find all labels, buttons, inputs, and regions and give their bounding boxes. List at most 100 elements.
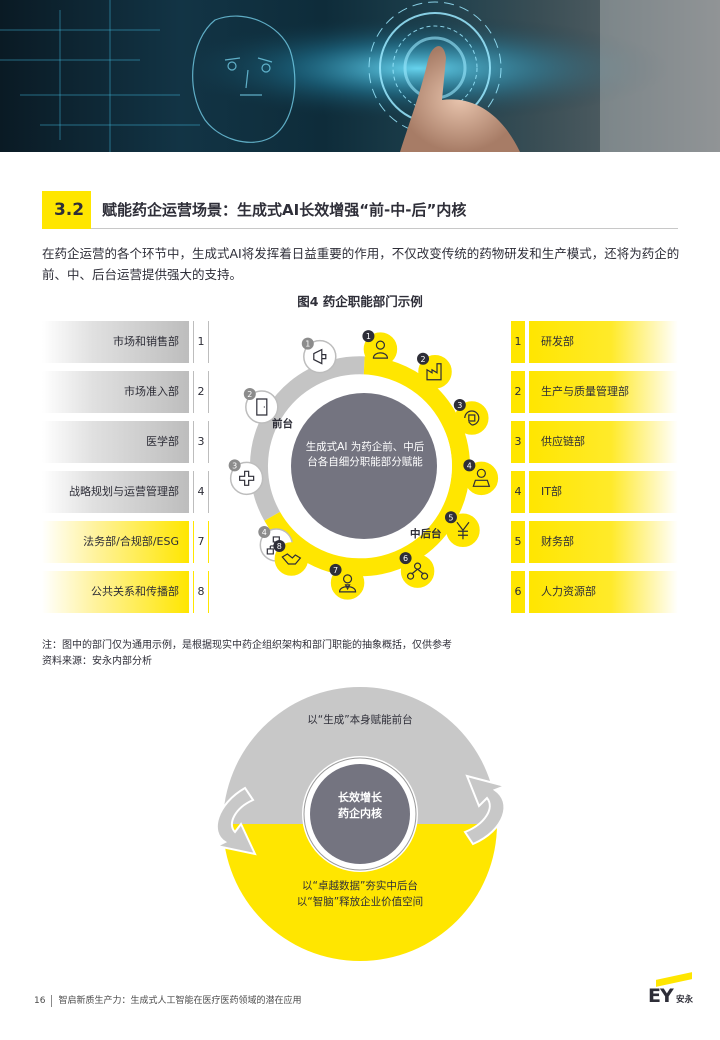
department-number: 2	[193, 371, 209, 413]
icon-number: 2	[247, 390, 252, 399]
logo-text: EY	[648, 985, 674, 1007]
icon-number: 3	[457, 401, 462, 410]
row-bar	[42, 521, 189, 563]
icon-number: 5	[448, 513, 453, 522]
department-number: 2	[511, 371, 525, 413]
row-bar	[529, 421, 678, 463]
icon-number: 1	[305, 340, 310, 349]
department-number: 1	[511, 321, 525, 363]
icon-bubble	[245, 390, 279, 424]
department-name: IT部	[541, 485, 562, 498]
department-name: 财务部	[541, 535, 574, 548]
row-bar	[42, 421, 189, 463]
core-circle	[310, 764, 410, 864]
intro-paragraph: 在药企运营的各个环节中，生成式AI将发挥着日益重要的作用，不仅改变传统的药物研发…	[42, 246, 680, 282]
front-half	[223, 687, 497, 824]
core-circle	[291, 393, 437, 539]
department-name: 公共关系和传播部	[91, 585, 179, 598]
icon-glyph	[426, 363, 442, 381]
ai-face-hologram-illustration	[0, 0, 720, 152]
department-name: 市场和销售部	[113, 335, 179, 348]
icon-glyph	[313, 348, 327, 365]
icon-number-badge	[399, 552, 412, 565]
icon-number: 3	[232, 461, 237, 470]
left-department-row: 法务部/合规部/ESG 7	[42, 521, 209, 563]
left-cycle-arrow	[213, 786, 257, 856]
icon-number-badge	[463, 459, 476, 472]
icon-bubble	[303, 339, 337, 374]
core-line: 长效增长	[338, 791, 382, 804]
icon-glyph	[256, 398, 268, 416]
cycle-top-text: 以“生成”本身赋能前台	[307, 714, 413, 726]
source-line: 资料来源：安永内部分析	[42, 656, 152, 667]
icon-number-badge	[301, 337, 314, 350]
icon-number: 4	[262, 528, 267, 537]
handshake-icon: 8	[273, 539, 309, 576]
department-number: 4	[511, 471, 525, 513]
department-number: 6	[511, 571, 525, 613]
left-department-row: 市场准入部 2	[42, 371, 209, 413]
right-department-row: 2 生产与质量管理部	[511, 371, 678, 413]
core-ring-outline	[303, 757, 417, 871]
department-name: 法务部/合规部/ESG	[83, 535, 179, 548]
icon-glyph	[456, 521, 470, 540]
department-number: 7	[193, 521, 209, 563]
right-department-row: 4 IT部	[511, 471, 678, 513]
icon-number-badge	[243, 388, 256, 400]
page-number: 16	[34, 996, 46, 1006]
icon-glyph	[372, 340, 389, 359]
section-title: 赋能药企运营场景：生成式AI长效增强“前-中-后”内核	[102, 201, 467, 219]
yen-icon: 5	[444, 511, 480, 548]
department-number: 4	[193, 471, 209, 513]
icon-number-badge	[273, 539, 286, 552]
department-name: 战略规划与运营管理部	[69, 485, 179, 498]
department-name: 医学部	[146, 435, 179, 448]
cycle-core-text: 长效增长 药企内核	[310, 790, 410, 822]
door-icon: 2	[243, 388, 279, 424]
icon-number-badge	[258, 525, 271, 538]
icon-number-badge	[228, 459, 241, 472]
supply-cycle-icon: 3	[453, 399, 489, 435]
icon-number-badge	[417, 352, 430, 365]
right-department-row: 6 人力资源部	[511, 571, 678, 613]
icon-number: 8	[277, 542, 282, 551]
it-person-icon: 4	[463, 459, 499, 496]
department-name: 生产与质量管理部	[541, 385, 629, 398]
department-name: 供应链部	[541, 435, 585, 448]
footer-separator	[51, 994, 53, 1007]
row-bar	[42, 371, 189, 413]
icon-number-badge	[329, 563, 342, 576]
row-bar	[529, 471, 678, 513]
medical-cross-icon: 3	[228, 459, 264, 496]
section-heading: 3.2 赋能药企运营场景：生成式AI长效增强“前-中-后”内核	[42, 191, 678, 229]
back-half	[223, 824, 497, 961]
ey-logo: EY 安永	[648, 972, 698, 1010]
icon-glyph	[281, 553, 302, 565]
icon-glyph	[464, 410, 480, 426]
report-title: 智启新质生产力：生成式人工智能在医疗医药领域的潜在应用	[58, 996, 302, 1006]
figure-note: 注：图中的部门仅为通用示例，是根据现实中药企组织架构和部门职能的抽象概括，仅供参…	[42, 638, 452, 670]
icon-bubble	[274, 542, 309, 576]
section-number-box	[47, 191, 91, 229]
icon-glyph	[338, 574, 357, 593]
icon-number: 1	[366, 332, 371, 341]
section-number: 3.2	[53, 200, 85, 220]
icon-number: 6	[403, 554, 408, 563]
bottom-line: 以“智脑”释放企业价值空间	[296, 896, 424, 908]
section-divider	[91, 228, 678, 229]
people-network-icon: 6	[399, 552, 435, 588]
page-footer: 16 智启新质生产力：生成式人工智能在医疗医药领域的潜在应用	[34, 993, 301, 1007]
icon-glyph	[239, 470, 255, 486]
left-department-row: 医学部 3	[42, 421, 209, 463]
department-number: 3	[193, 421, 209, 463]
row-bar	[529, 521, 678, 563]
front-office-label: 前台	[272, 418, 293, 430]
section-accent-bar	[42, 191, 47, 229]
icon-number-badge	[453, 399, 466, 412]
department-name: 研发部	[541, 335, 574, 348]
row-bar	[529, 371, 678, 413]
note-line: 注：图中的部门仅为通用示例，是根据现实中药企组织架构和部门职能的抽象概括，仅供参…	[42, 640, 452, 651]
right-department-row: 3 供应链部	[511, 421, 678, 463]
growth-cycle-diagram	[213, 687, 509, 961]
icon-number: 2	[420, 355, 425, 364]
